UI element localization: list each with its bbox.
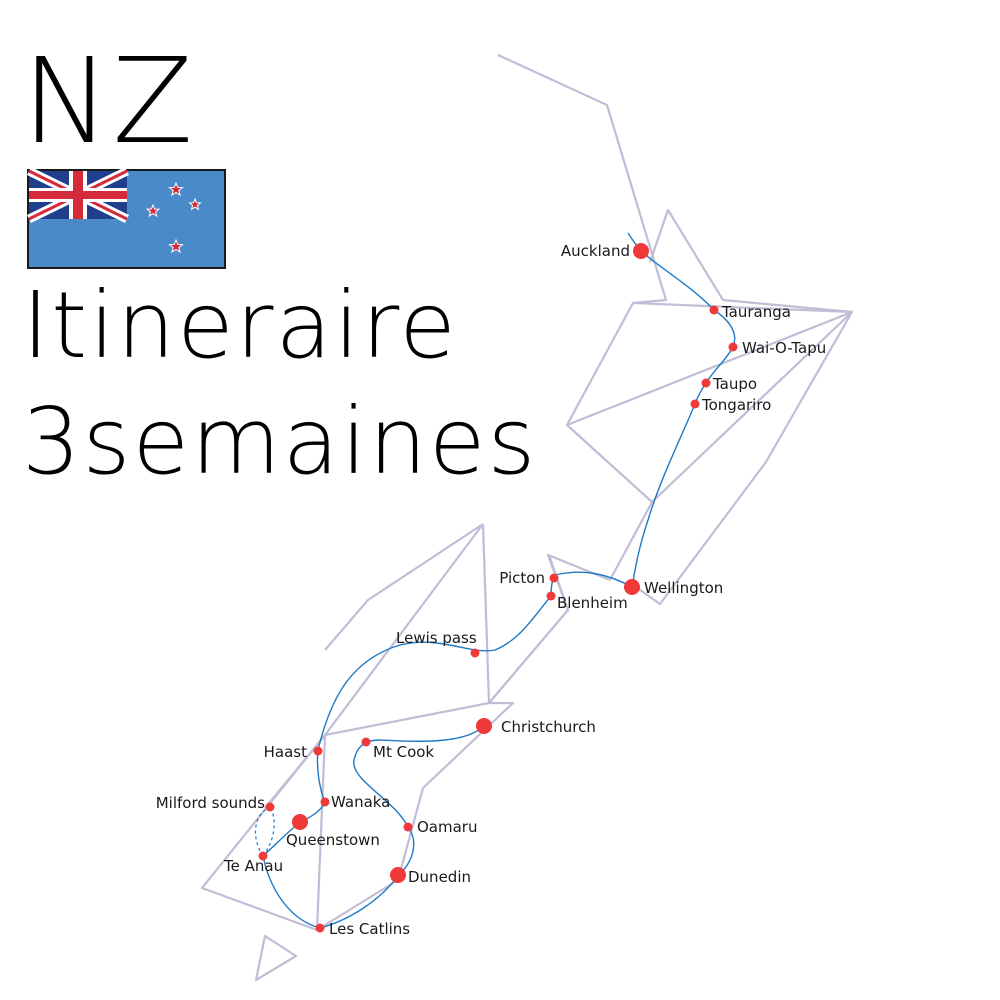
label-lewis-pass: Lewis pass: [396, 629, 477, 647]
title-itineraire: Itineraire: [22, 272, 458, 379]
route-cook-strait: [550, 571, 633, 597]
place-labels: Auckland Tauranga Wai-O-Tapu Taupo Tonga…: [156, 242, 827, 938]
marker-waiotapu[interactable]: [728, 342, 738, 352]
south-island-north-lines: [324, 523, 484, 651]
label-dunedin: Dunedin: [408, 868, 471, 886]
marker-auckland[interactable]: [633, 243, 649, 259]
label-milford: Milford sounds: [156, 794, 265, 812]
marker-wellington[interactable]: [624, 579, 640, 595]
south-island-west-outline: [316, 523, 515, 931]
label-taupo: Taupo: [712, 375, 757, 393]
label-les-catlins: Les Catlins: [329, 920, 410, 938]
marker-tauranga[interactable]: [709, 305, 719, 315]
label-blenheim: Blenheim: [557, 594, 628, 612]
label-tauranga: Tauranga: [721, 303, 791, 321]
place-markers: [258, 243, 738, 933]
island-outlines: [200, 54, 854, 982]
label-wanaka: Wanaka: [331, 793, 390, 811]
label-wellington: Wellington: [644, 579, 723, 597]
title-nz: NZ: [22, 32, 195, 170]
label-tongariro: Tongariro: [701, 396, 771, 414]
south-island-northwest-outline: [264, 523, 484, 809]
star-icon: [168, 238, 184, 254]
label-auckland: Auckland: [561, 242, 630, 260]
marker-blenheim[interactable]: [546, 591, 556, 601]
star-icon: [188, 197, 202, 211]
south-island-center-lines: [488, 554, 570, 704]
stewart-island-outline: [254, 934, 298, 982]
marker-haast[interactable]: [313, 746, 323, 756]
marker-les-catlins[interactable]: [315, 923, 325, 933]
label-oamaru: Oamaru: [417, 818, 477, 836]
marker-dunedin[interactable]: [390, 867, 406, 883]
label-te-anau: Te Anau: [223, 857, 283, 875]
north-island-outline: [497, 54, 668, 581]
new-zealand-flag: [27, 166, 226, 269]
marker-oamaru[interactable]: [403, 822, 413, 832]
marker-queenstown[interactable]: [292, 814, 308, 830]
route-south-west: [316, 595, 552, 803]
marker-christchurch[interactable]: [476, 718, 492, 734]
union-jack: [27, 166, 129, 224]
route-oamaru-mtcook: [353, 725, 485, 828]
marker-taupo[interactable]: [701, 378, 711, 388]
label-christchurch: Christchurch: [501, 718, 596, 736]
marker-lewis-pass[interactable]: [470, 648, 480, 658]
marker-wanaka[interactable]: [320, 797, 330, 807]
star-icon: [168, 181, 184, 197]
north-island-inner-lines-2: [651, 311, 853, 503]
label-queenstown: Queenstown: [286, 831, 380, 849]
marker-te-anau[interactable]: [258, 851, 268, 861]
route-milford-loop-west: [254, 806, 271, 857]
marker-picton[interactable]: [549, 573, 559, 583]
label-mt-cook: Mt Cook: [373, 743, 434, 761]
southern-cross-stars: [145, 181, 202, 254]
label-haast: Haast: [264, 743, 307, 761]
marker-tongariro[interactable]: [690, 399, 700, 409]
label-picton: Picton: [499, 569, 545, 587]
route-teanau-catlins: [262, 855, 321, 929]
route-milford-loop-east: [262, 806, 275, 857]
marker-mt-cook[interactable]: [361, 737, 371, 747]
label-waiotapu: Wai-O-Tapu: [742, 339, 826, 357]
star-icon: [145, 203, 161, 218]
title-3semaines: 3semaines: [22, 388, 537, 495]
marker-milford[interactable]: [265, 802, 275, 812]
route-north-island: [627, 232, 736, 588]
